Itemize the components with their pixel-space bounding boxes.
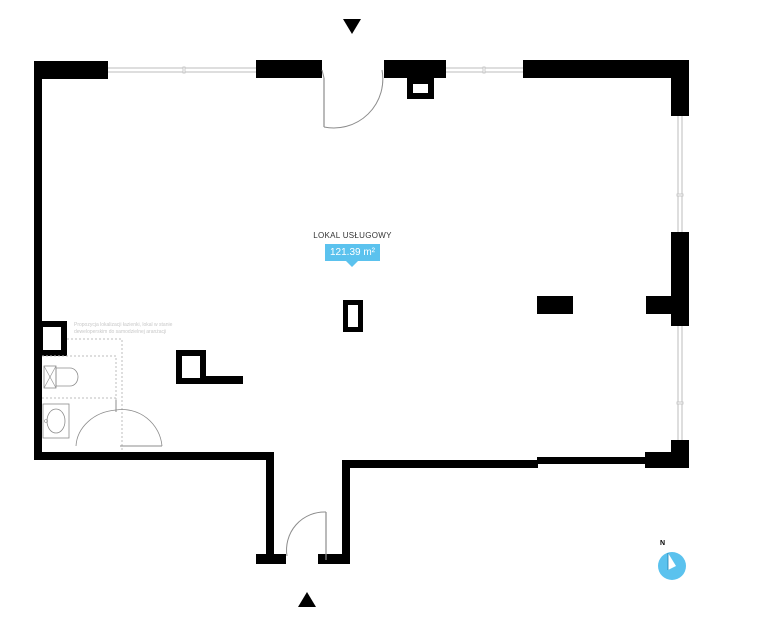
bathroom-note-line2: deweloperskim do samodzielnej aranżacji	[74, 329, 167, 335]
window-east-upper-mullion-0	[676, 193, 684, 197]
wall-segment-16	[318, 554, 350, 564]
entrance-arrow-bottom-icon	[298, 592, 316, 607]
walls	[34, 60, 689, 564]
pillar-3	[37, 321, 67, 356]
entrance-markers	[298, 19, 361, 607]
compass-needle	[668, 553, 676, 570]
wall-segment-1	[34, 61, 42, 460]
wall-segment-4	[256, 554, 286, 564]
doors	[286, 69, 384, 560]
area-badge-shape	[325, 244, 380, 267]
bathroom-door-arc-1	[115, 409, 163, 447]
wall-segment-10	[646, 296, 680, 314]
room-name: LOKAL USŁUGOWY	[313, 231, 392, 240]
wall-segment-7	[523, 60, 688, 78]
bathroom-door-arc-2	[75, 409, 117, 447]
top-door-arc	[323, 69, 384, 129]
room-area: 121.39 m²	[329, 247, 376, 258]
area-badge-bg	[325, 244, 380, 267]
wall-segment-8	[671, 60, 689, 116]
bathroom-note-line1: Propozycja lokalizacji łazienki, lokal w…	[74, 322, 173, 328]
wall-segment-0	[34, 61, 108, 79]
window-top-left-mullion-0	[182, 66, 186, 74]
toilet-tank-x2	[43, 365, 57, 389]
pillar-2	[176, 350, 206, 384]
wall-segment-13	[645, 452, 689, 468]
toilet-bowl	[55, 367, 79, 387]
compass-icon	[658, 552, 686, 580]
north-label: N	[660, 540, 666, 547]
entrance-arrow-top-icon	[343, 19, 361, 34]
sink-tap	[44, 419, 48, 423]
windows	[108, 66, 684, 440]
window-east-lower-mullion-0	[676, 401, 684, 405]
bathroom-note: Propozycja lokalizacji łazienki, lokal w…	[74, 322, 194, 336]
top-door-jamb	[321, 69, 325, 79]
wall-segment-12	[537, 457, 689, 464]
wall-segment-14	[342, 460, 538, 468]
bathroom-partition-inner	[42, 355, 117, 400]
window-top-right-mullion-0	[482, 66, 486, 74]
wall-segment-5	[256, 60, 322, 78]
wall-segment-2	[34, 452, 274, 460]
wall-stub	[200, 376, 243, 384]
wall-segment-15	[342, 460, 350, 564]
bathroom-proposal	[42, 338, 163, 452]
wall-segment-3	[266, 452, 274, 564]
sink-basin	[46, 408, 66, 434]
wall-segment-17	[537, 296, 573, 314]
pillar-0	[407, 78, 434, 99]
wall-segment-6	[384, 60, 446, 78]
sink-cabinet	[42, 403, 70, 439]
pillar-1	[343, 300, 363, 332]
bottom-door-arc	[286, 511, 327, 557]
